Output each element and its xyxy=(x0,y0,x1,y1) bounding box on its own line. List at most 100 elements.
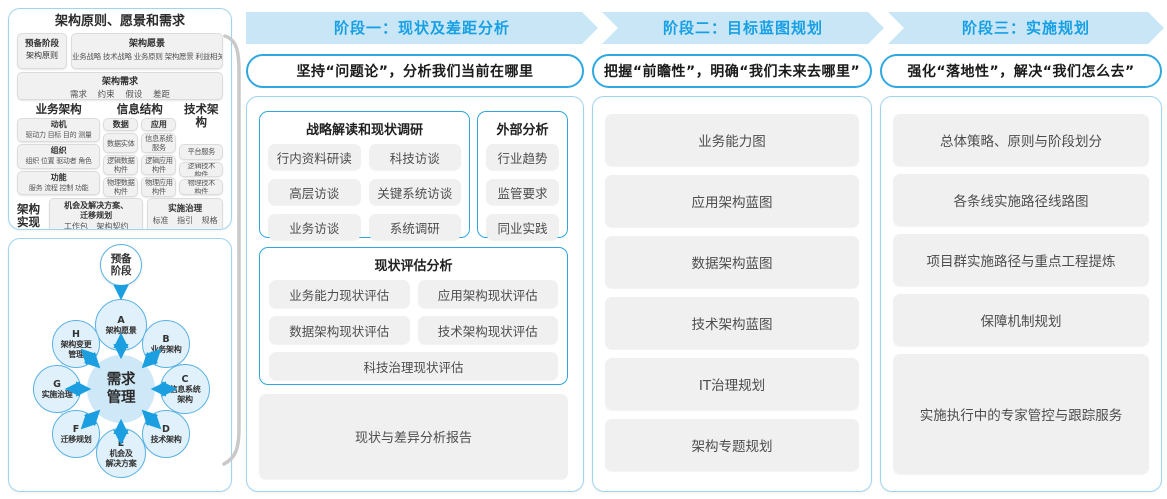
arch-vision-box: 架构愿景 业务战略 技术战略 业务原则 架构愿景 利益相关者 xyxy=(71,33,223,69)
adm-node-b: B 业务架构 xyxy=(142,320,190,368)
arch-vision-items: 业务战略 技术战略 业务原则 架构愿景 利益相关者 xyxy=(72,52,223,61)
arch-requirements-title: 架构需求 xyxy=(101,77,138,87)
strategy-survey-grid: 行内资料研读 科技访谈 高层访谈 关键系统访谈 业务访谈 系统调研 xyxy=(260,144,469,240)
application-subcolumn: 应用 信息系统 服务 逻辑应用 构件 物理应用 构件 xyxy=(141,118,177,197)
adm-node-b-letter: B xyxy=(162,333,170,345)
survey-item: 高层访谈 xyxy=(268,179,361,205)
phase3-item-tall: 实施执行中的专家管控与跟踪服务 xyxy=(893,354,1149,474)
phase2-item: 应用架构蓝图 xyxy=(605,175,859,227)
governance-items: 标准 指引 规格 xyxy=(152,216,218,225)
function-items: 服务 流程 控制 功能 xyxy=(28,183,89,192)
survey-item: 关键系统访谈 xyxy=(368,179,461,205)
architecture-columns: 业务架构 动机 驱动力 目标 目的 测量 组织 组织 位置 驱动者 角色 功能 … xyxy=(17,102,223,197)
application-header: 应用 xyxy=(141,118,177,131)
survey-item: 系统调研 xyxy=(368,214,461,240)
phase1-band: 阶段一：现状及差距分析 xyxy=(246,12,598,44)
adm-node-a: A 架构愿景 xyxy=(95,299,147,351)
assessment-item-full: 科技治理现状评估 xyxy=(269,352,558,380)
realization-label: 架构实现 xyxy=(17,201,40,229)
phase1-column: 战略解读和现状调研 行内资料研读 科技访谈 高层访谈 关键系统访谈 业务访谈 系… xyxy=(246,96,584,492)
arch-requirements-box: 架构需求 需求 约束 假设 差距 xyxy=(17,72,223,100)
phase2-item: 技术架构蓝图 xyxy=(605,297,859,349)
adm-node-e-label: 机会及 解决方案 xyxy=(105,449,137,468)
implementation-governance-box: 实施治理 标准 指引 规格 xyxy=(147,198,223,229)
phase1-motto: 坚持“问题论”，分析我们当前在哪里 xyxy=(246,54,584,88)
external-item: 行业趋势 xyxy=(486,144,559,170)
adm-node-f: F 迁移规划 xyxy=(52,410,100,458)
organization-title: 组织 xyxy=(50,146,67,156)
physical-tech-box: 物理技术 构件 xyxy=(179,179,223,196)
architecture-content-panel: 架构原则、愿景和需求 预备阶段 架构原则 架构愿景 业务战略 技术战略 业务原则… xyxy=(8,8,232,230)
phase2-band: 阶段二：目标蓝图规划 xyxy=(602,12,884,44)
data-header: 数据 xyxy=(103,118,139,131)
organization-box: 组织 组织 位置 驱动者 角色 xyxy=(17,144,101,169)
information-structure-column: 信息结构 数据 数据实体 逻辑数据 构件 物理数据 构件 应用 信息系统 服务 … xyxy=(103,103,177,197)
adm-node-c: C 信息系统 架构 xyxy=(160,364,210,414)
logical-app-box: 逻辑应用 构件 xyxy=(141,155,177,175)
adm-node-h: H 架构变更 管理 xyxy=(52,320,100,368)
technical-architecture-column: 技术架构 平台服务 逻辑技术 构件 物理技术 构件 xyxy=(179,103,223,196)
phase2-column: 业务能力图 应用架构蓝图 数据架构蓝图 技术架构蓝图 IT治理规划 架构专题规划 xyxy=(592,96,872,492)
adm-node-a-letter: A xyxy=(117,314,125,326)
phase2-item: 架构专题规划 xyxy=(605,419,859,471)
adm-node-c-label: 信息系统 架构 xyxy=(169,385,201,404)
prep-vision-row: 预备阶段 架构原则 架构愿景 业务战略 技术战略 业务原则 架构愿景 利益相关者 xyxy=(17,33,223,69)
phase3-column: 总体策略、原则与阶段划分 各条线实施路径线路图 项目群实施路径与重点工程提炼 保… xyxy=(880,96,1162,492)
assessment-box: 现状评估分析 业务能力现状评估 应用架构现状评估 数据架构现状评估 技术架构现状… xyxy=(259,247,568,385)
gap-analysis-report-box: 现状与差异分析报告 xyxy=(259,394,568,479)
phase3-item: 项目群实施路径与重点工程提炼 xyxy=(893,234,1149,286)
spacer xyxy=(179,131,223,142)
opportunities-migration-box: 机会及解决方案、 迁移规划 工作包 架构契约 xyxy=(49,198,144,230)
phase3-item: 总体策略、原则与阶段划分 xyxy=(893,114,1149,166)
adm-node-g-label: 实施治理 xyxy=(41,389,73,399)
architecture-realization-row: 架构实现 机会及解决方案、 迁移规划 工作包 架构契约 实施治理 标准 指引 规… xyxy=(17,198,223,230)
adm-node-f-label: 迁移规划 xyxy=(60,434,92,444)
arch-principles-label: 架构原则 xyxy=(26,51,58,60)
motivation-title: 动机 xyxy=(50,120,67,129)
prep-phase-box: 预备阶段 架构原则 xyxy=(17,33,67,69)
adm-node-d: D 技术架构 xyxy=(142,410,190,458)
phase3-item: 保障机制规划 xyxy=(893,294,1149,346)
brace-connector xyxy=(222,34,241,466)
external-item: 监管要求 xyxy=(486,179,559,205)
phase3-band: 阶段三：实施规划 xyxy=(888,12,1164,44)
organization-items: 组织 位置 驱动者 角色 xyxy=(25,157,92,166)
data-entity-box: 数据实体 xyxy=(103,133,139,153)
adm-center-requirements: 需求 管理 xyxy=(87,355,155,423)
opportunities-items: 工作包 架构契约 xyxy=(63,222,129,230)
phase2-motto: 把握“前瞻性”，明确“我们未来去哪里” xyxy=(592,54,872,88)
arch-vision-title: 架构愿景 xyxy=(128,39,165,49)
platform-service-box: 平台服务 xyxy=(179,144,223,160)
phase2-item: IT治理规划 xyxy=(605,358,859,410)
adm-node-h-letter: H xyxy=(72,329,80,340)
physical-data-box: 物理数据 构件 xyxy=(103,177,139,197)
external-analysis-title: 外部分析 xyxy=(496,123,549,138)
logical-tech-box: 逻辑技术 构件 xyxy=(179,161,223,178)
adm-node-a-label: 架构愿景 xyxy=(105,325,137,335)
motivation-box: 动机 驱动力 目标 目的 测量 xyxy=(17,118,101,143)
adm-node-h-label: 架构变更 管理 xyxy=(60,340,92,359)
survey-item: 行内资料研读 xyxy=(268,144,361,170)
assessment-item: 数据架构现状评估 xyxy=(269,316,410,344)
opportunities-title: 机会及解决方案、 迁移规划 xyxy=(64,201,129,220)
adm-node-prep: 预备 阶段 xyxy=(100,244,142,286)
information-subcolumns: 数据 数据实体 逻辑数据 构件 物理数据 构件 应用 信息系统 服务 逻辑应用 … xyxy=(103,118,177,197)
panel-title: 架构原则、愿景和需求 xyxy=(54,14,185,29)
adm-center-label: 需求 管理 xyxy=(106,372,136,406)
assessment-grid: 业务能力现状评估 应用架构现状评估 数据架构现状评估 技术架构现状评估 xyxy=(260,280,567,344)
physical-app-box: 物理应用 构件 xyxy=(141,177,177,197)
assessment-item: 业务能力现状评估 xyxy=(269,280,410,308)
data-subcolumn: 数据 数据实体 逻辑数据 构件 物理数据 构件 xyxy=(103,118,139,197)
business-architecture-column: 业务架构 动机 驱动力 目标 目的 测量 组织 组织 位置 驱动者 角色 功能 … xyxy=(17,102,101,195)
motivation-items: 驱动力 目标 目的 测量 xyxy=(25,131,92,139)
phase2-item: 业务能力图 xyxy=(605,114,859,166)
external-analysis-list: 行业趋势 监管要求 同业实践 xyxy=(478,144,567,240)
adm-cycle-panel: 预备 阶段 A 架构愿景 B 业务架构 C 信息系统 架构 D 技术架构 E 机… xyxy=(8,238,232,492)
arch-requirements-items: 需求 约束 假设 差距 xyxy=(69,90,171,100)
adm-node-g-letter: G xyxy=(53,378,61,390)
adm-node-g: G 实施治理 xyxy=(33,365,81,413)
adm-node-prep-label: 预备 阶段 xyxy=(110,253,132,277)
business-architecture-title: 业务架构 xyxy=(35,102,82,116)
adm-node-f-letter: F xyxy=(72,423,80,435)
phase2-item: 数据架构蓝图 xyxy=(605,236,859,288)
